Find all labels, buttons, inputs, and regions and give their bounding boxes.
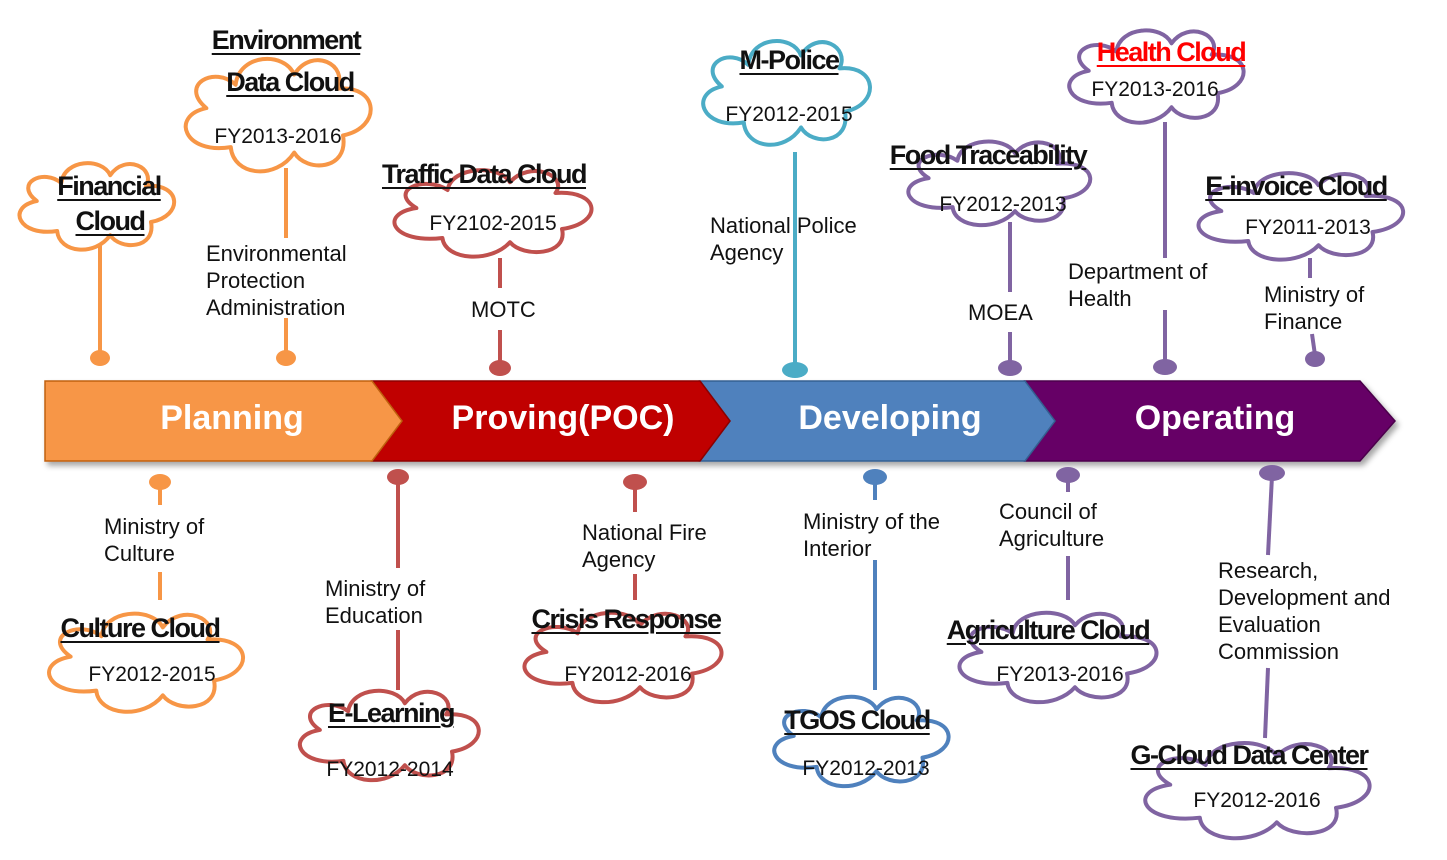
- environment-title-line1: Environment: [211, 25, 362, 55]
- pin-gcloud: [1259, 465, 1285, 739]
- environment-title-line2: Data Cloud: [226, 67, 355, 97]
- health-title: Health Cloud: [1096, 37, 1247, 67]
- culture-agency: Ministry of Culture: [104, 514, 205, 566]
- crisis-title: Crisis Response: [531, 604, 722, 634]
- tgos-period: FY2012-2013: [802, 757, 930, 780]
- pin-food: [998, 222, 1022, 376]
- pin-traffic: [489, 258, 511, 376]
- food-title: Food Traceability: [889, 140, 1088, 170]
- crisis-period: FY2012-2016: [564, 663, 692, 686]
- connector-pins: [90, 122, 1325, 739]
- traffic-period: FY2102-2015: [429, 212, 557, 235]
- pin-environment: [276, 168, 296, 366]
- food-period: FY2012-2013: [939, 193, 1067, 216]
- pin-crisis: [623, 474, 647, 600]
- health-period: FY2013-2016: [1091, 78, 1219, 101]
- mpolice-agency: National Police Agency: [710, 213, 857, 265]
- financial-title-line2: Cloud: [75, 206, 146, 236]
- einvoice-agency: Ministry of Finance: [1264, 282, 1365, 334]
- traffic-title: Traffic Data Cloud: [381, 159, 588, 189]
- elearning-title: E-Learning: [327, 698, 456, 728]
- planning-segment: [44, 380, 403, 462]
- tgos-agency: Ministry of the Interior: [803, 509, 940, 561]
- gcloud-agency: Research, Development and Evaluation Com…: [1218, 558, 1391, 664]
- culture-title: Culture Cloud: [60, 613, 221, 643]
- health-agency: Department of Health: [1068, 259, 1208, 311]
- crisis-agency: National Fire Agency: [582, 520, 707, 572]
- financial-title-line1: Financial: [57, 171, 162, 201]
- pin-culture: [149, 474, 171, 600]
- pin-agriculture: [1056, 467, 1080, 600]
- agriculture-title: Agriculture Cloud: [946, 615, 1151, 645]
- pin-mpolice: [782, 152, 808, 378]
- gcloud-title: G-Cloud Data Center: [1130, 740, 1369, 770]
- einvoice-title: E-invoice Cloud: [1205, 171, 1388, 201]
- culture-period: FY2012-2015: [88, 663, 216, 686]
- einvoice-period: FY2011-2013: [1245, 216, 1371, 239]
- food-agency: MOEA: [968, 300, 1033, 325]
- pin-elearning: [387, 469, 409, 690]
- traffic-agency: MOTC: [471, 297, 536, 322]
- phase-label-operating: Operating: [1134, 399, 1296, 437]
- environment-agency: Environmental Protection Administration: [206, 241, 347, 320]
- agriculture-period: FY2013-2016: [996, 663, 1124, 686]
- phase-label-proving: Proving(POC): [451, 399, 675, 437]
- environment-period: FY2013-2016: [214, 125, 342, 148]
- elearning-period: FY2012-2014: [326, 758, 454, 781]
- gcloud-period: FY2012-2016: [1193, 789, 1321, 812]
- agriculture-agency: Council of Agriculture: [999, 499, 1105, 551]
- tgos-title: TGOS Cloud: [784, 705, 931, 735]
- pin-einvoice: [1305, 258, 1325, 367]
- phase-label-planning: Planning: [160, 399, 304, 437]
- elearning-agency: Ministry of Education: [325, 576, 426, 628]
- mpolice-period: FY2012-2015: [725, 103, 853, 126]
- mpolice-title: M-Police: [739, 45, 840, 75]
- phase-label-developing: Developing: [798, 399, 982, 437]
- timeline-band: [44, 380, 1396, 462]
- pin-financial: [90, 240, 110, 366]
- pin-health: [1153, 122, 1177, 375]
- pin-tgos: [863, 469, 887, 690]
